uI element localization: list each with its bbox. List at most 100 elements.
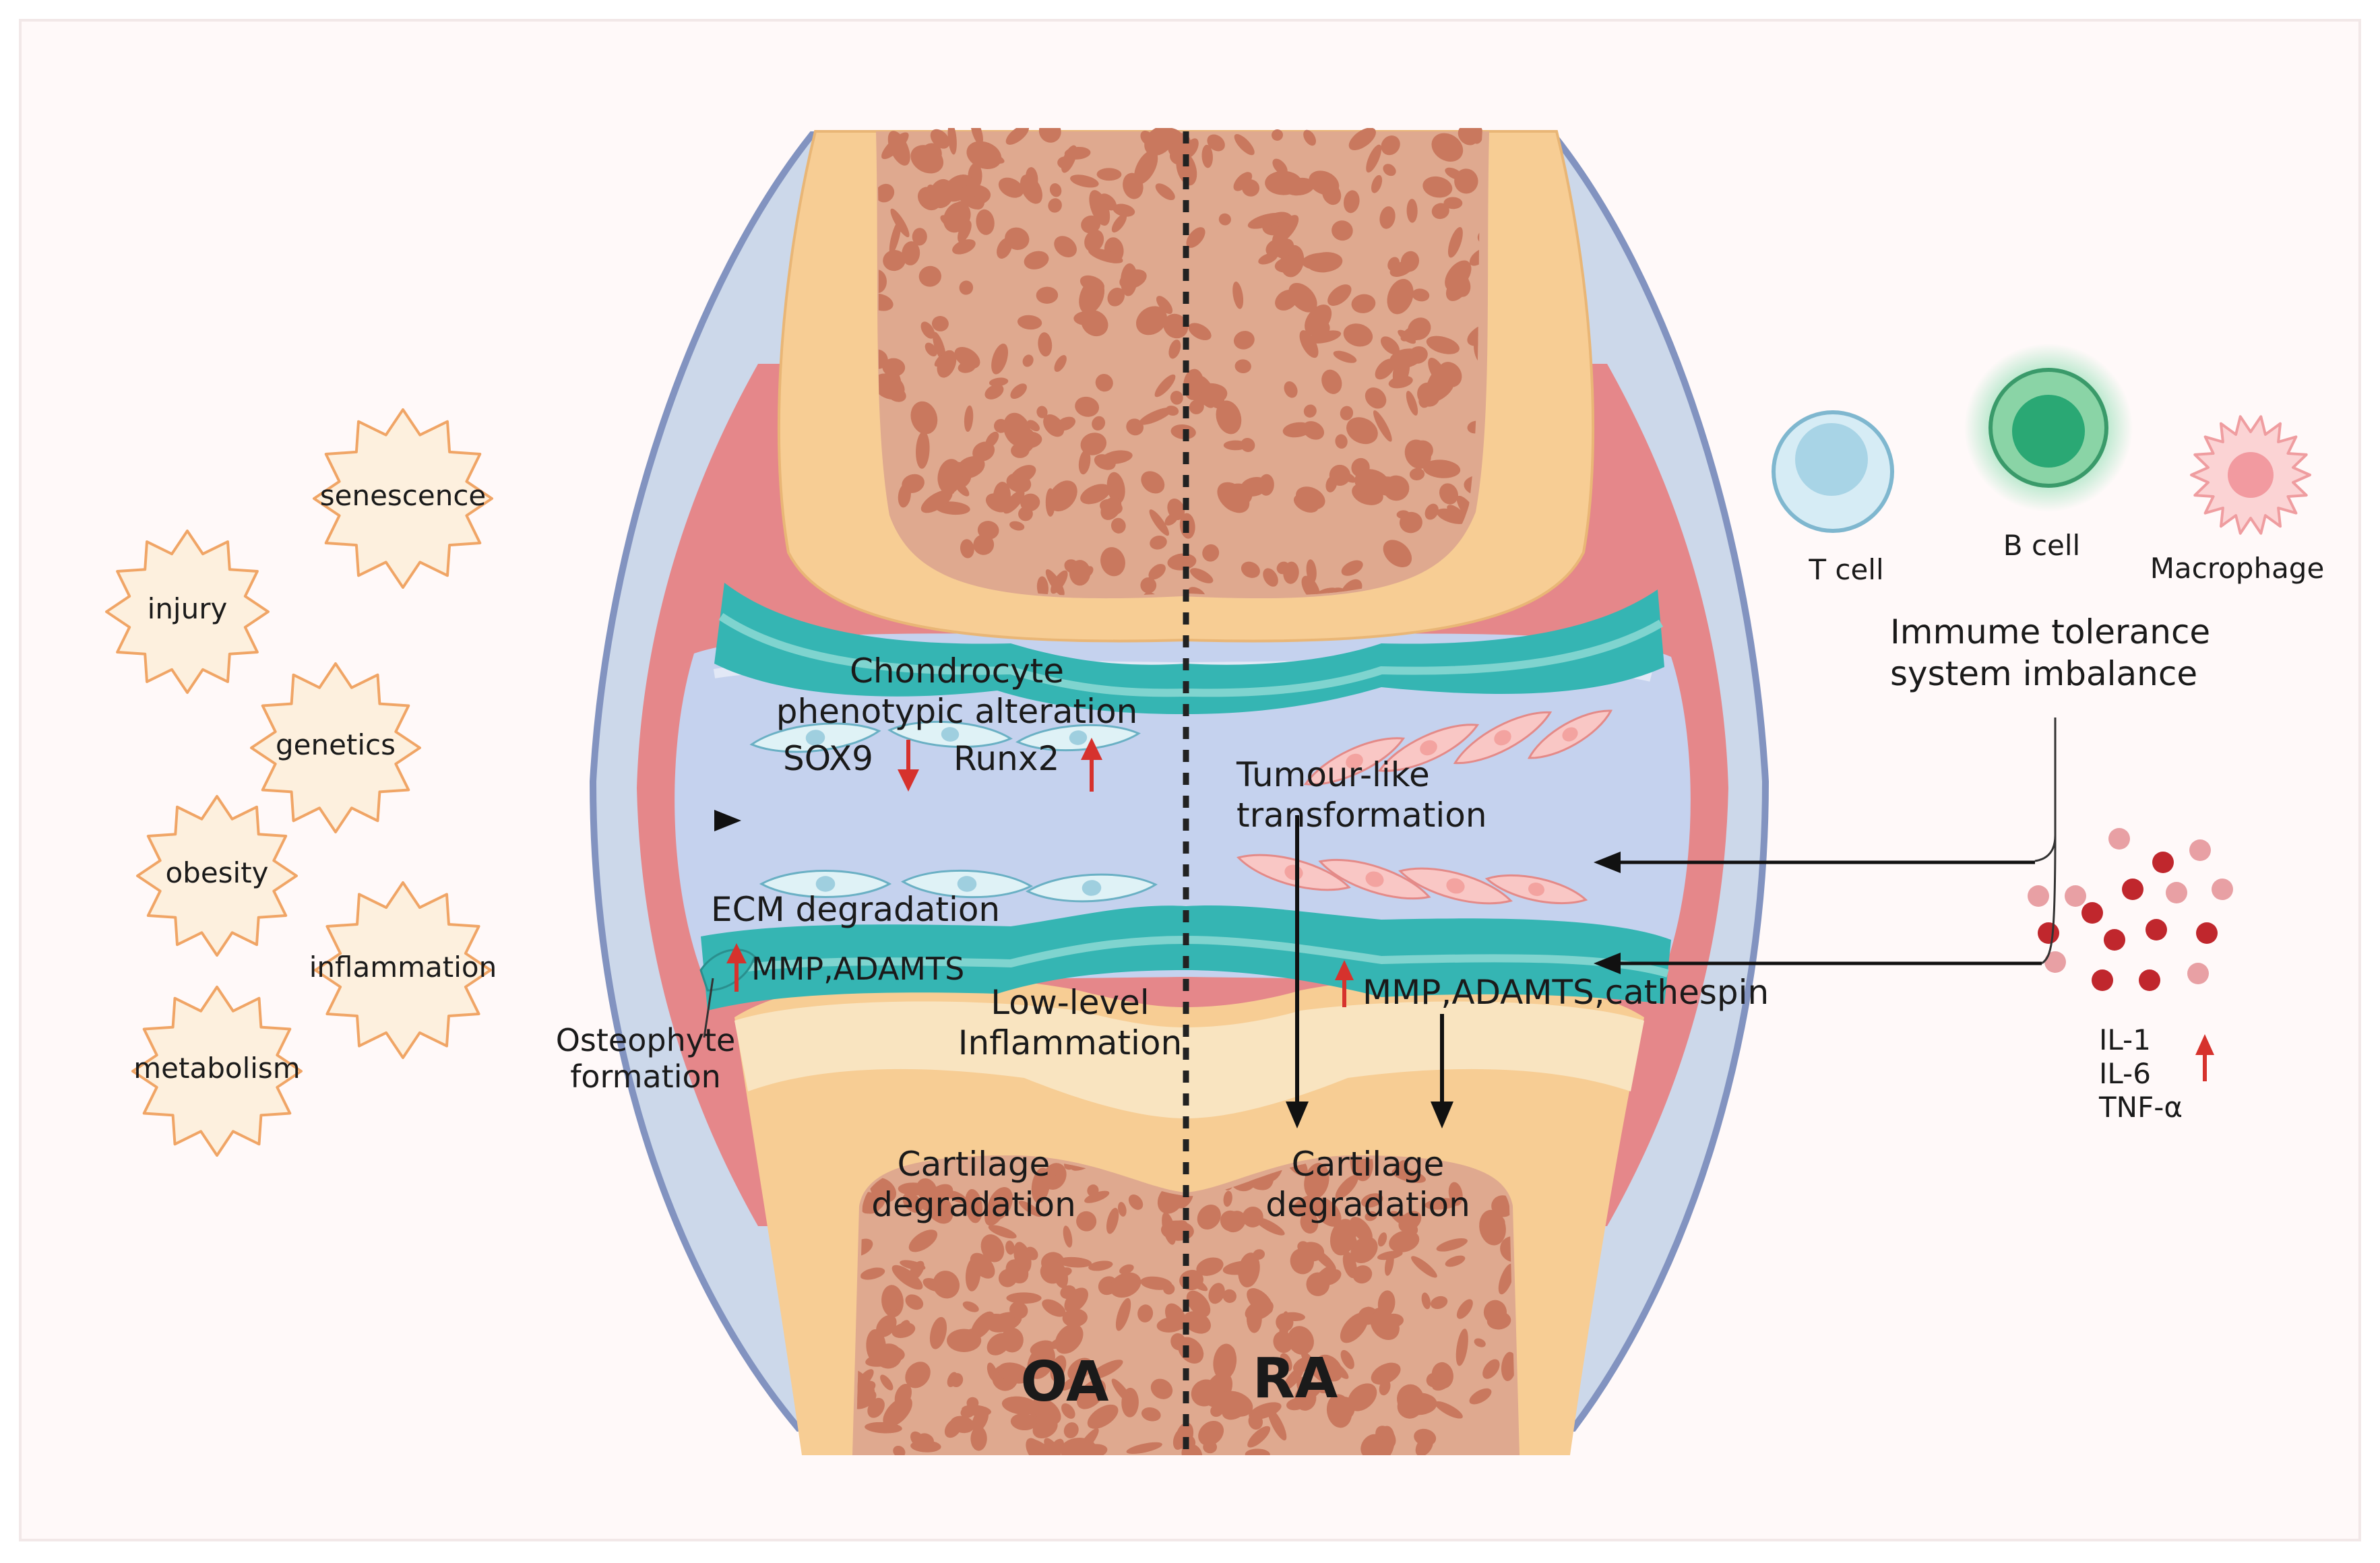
bone-pore	[958, 220, 972, 243]
bone-pore	[1110, 1272, 1141, 1298]
bone-pore	[987, 1312, 1022, 1333]
chondrocyte	[1026, 873, 1158, 903]
bone-pore	[898, 483, 911, 508]
bone-pore	[1254, 1217, 1285, 1236]
bone-pore	[1218, 213, 1231, 226]
cytokine-dot	[2187, 963, 2209, 984]
bone-pore	[1439, 483, 1458, 505]
bone-pore	[1089, 190, 1110, 226]
low-level-line1: Low-level	[991, 983, 1150, 1022]
bone-pore	[1032, 1417, 1058, 1439]
bone-pore	[1303, 404, 1317, 418]
ra-cartilage-line1: Cartilage	[1291, 1145, 1445, 1184]
bone-pore	[976, 209, 995, 235]
bone-pore	[1321, 369, 1342, 394]
bone-pore	[1234, 134, 1255, 156]
cytokine-tnfa: TNF-α	[2099, 1091, 2183, 1124]
bone-pore	[1123, 172, 1144, 199]
bone-pore	[876, 293, 894, 311]
bone-pore	[1189, 568, 1214, 583]
bone-pore	[998, 1269, 1017, 1287]
bone-pore	[1313, 319, 1330, 335]
bone-pore	[1106, 1207, 1119, 1234]
ra-fibroblasts	[1236, 709, 1613, 905]
bone-pore	[887, 387, 906, 402]
bone-pore	[1048, 1442, 1066, 1453]
bone-pore	[1111, 1378, 1133, 1405]
bone-pore	[1371, 1362, 1401, 1385]
bone-pore	[1342, 1251, 1357, 1279]
bone-pore	[1082, 566, 1094, 577]
bone-pore	[1454, 168, 1478, 194]
bone-pore	[1304, 1163, 1329, 1199]
bone-pore	[972, 148, 1005, 164]
bone-pore	[1247, 212, 1284, 229]
bone-pore	[1088, 1261, 1113, 1271]
bone-pore	[984, 384, 1004, 400]
bone-pore	[1060, 1438, 1097, 1455]
bone-pore	[1087, 1404, 1119, 1429]
bone-pore	[1032, 1397, 1061, 1425]
bone-pore	[1288, 282, 1317, 313]
fibroblast	[1527, 709, 1613, 759]
bone-pore	[1292, 1356, 1314, 1373]
bone-pore	[1018, 507, 1033, 521]
bone-pore	[1216, 400, 1242, 435]
bone-pore	[1149, 509, 1169, 536]
bone-pore	[1483, 1300, 1507, 1325]
bone-pore	[1088, 248, 1123, 263]
bone-pore	[1220, 1210, 1241, 1232]
bone-pore	[1498, 1263, 1515, 1295]
bone-pore	[1340, 1312, 1369, 1343]
bone-pore	[1223, 1190, 1232, 1207]
chondrocyte	[900, 869, 1034, 899]
red-arrows	[726, 738, 2214, 1081]
bone-pore	[952, 239, 976, 255]
runx2-up-arrow	[1081, 738, 1102, 792]
bone-pore	[860, 1267, 885, 1280]
bone-pore	[1061, 1376, 1079, 1391]
bone-pore	[1371, 174, 1383, 193]
bone-pore	[1089, 1360, 1123, 1380]
bone-pore	[1241, 561, 1260, 578]
bone-pore	[1061, 145, 1077, 173]
bone-pore	[970, 1426, 987, 1451]
cytokine-dot	[2139, 969, 2160, 991]
bone-pore	[1137, 1304, 1154, 1322]
bone-pore	[1391, 1168, 1426, 1183]
bone-pore	[1398, 329, 1416, 344]
bone-pore	[1062, 1308, 1088, 1327]
bone-pore	[1106, 472, 1125, 504]
chondrocyte	[759, 870, 892, 898]
bone-pore	[1005, 128, 1030, 145]
bone-pore	[1384, 1252, 1394, 1276]
bone-pore	[1447, 226, 1463, 258]
bone-pore	[1188, 587, 1205, 596]
bone-pore	[1036, 406, 1048, 418]
bone-pore	[1043, 414, 1065, 437]
bone-pore	[1027, 420, 1040, 432]
factor-metabolism: metabolism	[133, 1052, 301, 1085]
bone-pore	[1387, 279, 1414, 315]
bone-pore	[1424, 503, 1439, 520]
bone-pore	[910, 401, 938, 435]
bone-pore	[876, 183, 895, 203]
bone-pore	[1202, 544, 1220, 562]
bone-pore	[1275, 238, 1294, 259]
oa-cartilage-line2: degradation	[871, 1185, 1076, 1224]
fibroblast	[1318, 858, 1431, 900]
bone-pore	[1360, 1434, 1383, 1455]
bone-pore	[1292, 1337, 1309, 1353]
bone-pore	[1292, 1194, 1320, 1216]
bone-pore	[972, 1407, 989, 1432]
bone-pore	[1024, 251, 1049, 269]
ra-mmp-label: MMP,ADAMTS,cathespin	[1363, 973, 1770, 1012]
bone-pore	[930, 129, 950, 149]
bone-pore	[1006, 1292, 1042, 1304]
fibroblast	[1377, 724, 1480, 772]
bone-pore	[1366, 144, 1382, 173]
bone-pore	[1150, 1378, 1173, 1399]
bone-pore	[1126, 1442, 1162, 1454]
tumour-like-line1: Tumour-like	[1236, 755, 1430, 794]
